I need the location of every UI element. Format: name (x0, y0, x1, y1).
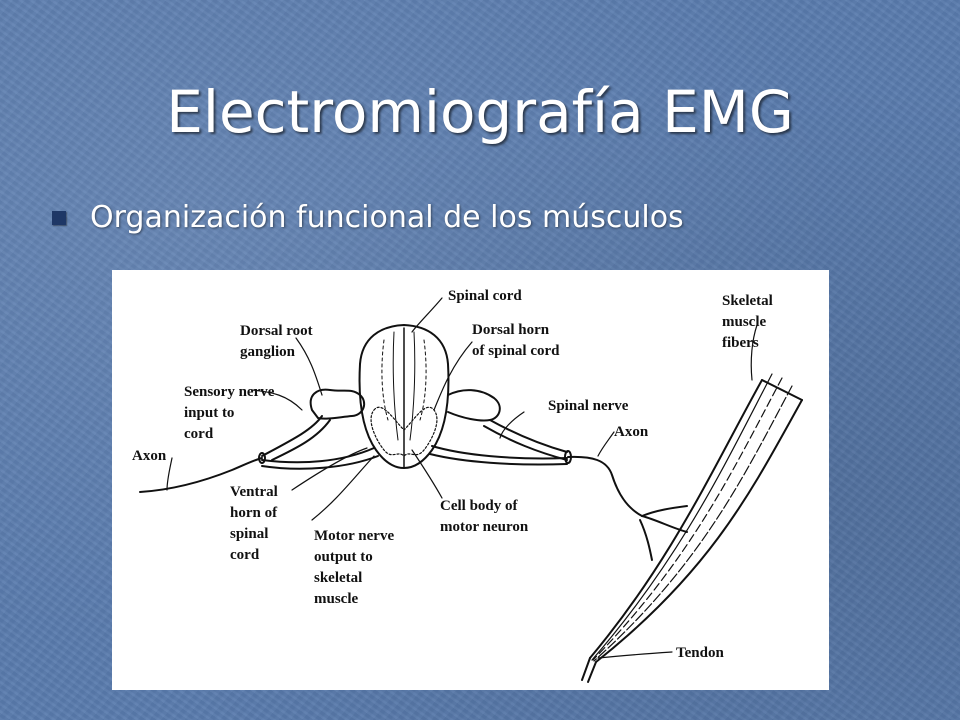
square-bullet-icon (52, 210, 66, 225)
axon-left (139, 457, 263, 493)
skeletal-muscle-fibers (589, 373, 803, 663)
label-dorsal-horn-line1: Dorsal horn (472, 322, 550, 338)
dorsal-root-ganglion (309, 388, 366, 420)
spinal-cord-outline (358, 324, 450, 469)
sensory-nerve-left (261, 415, 323, 457)
label-spinal-nerve: Spinal nerve (548, 398, 629, 414)
bullet-text: Organización funcional de los músculos (90, 200, 684, 235)
label-skeletal-muscle-line1: Skeletal (722, 293, 773, 309)
label-motor-nerve-line3: skeletal (314, 570, 362, 586)
bullet-item: Organización funcional de los músculos (52, 200, 684, 235)
label-sensory-nerve-line3: cord (184, 426, 214, 442)
slide-title: Electromiografía EMG (166, 78, 794, 146)
spinal-nerve-right (489, 419, 568, 453)
label-motor-nerve-line1: Motor nerve (314, 528, 394, 544)
label-sensory-nerve-line1: Sensory nerve (184, 384, 275, 400)
label-ventral-horn-line3: spinal (230, 526, 268, 542)
label-ventral-horn-line1: Ventral (230, 484, 278, 500)
label-spinal-cord: Spinal cord (448, 288, 522, 304)
label-cell-body-line2: motor neuron (440, 519, 529, 535)
axon-right (567, 455, 643, 517)
label-dorsal-horn-line2: of spinal cord (472, 343, 560, 359)
spinal-cord-diagram: Spinal cord Skeletal muscle fibers Dorsa… (112, 270, 829, 690)
label-cell-body-line1: Cell body of (440, 498, 519, 514)
label-axon-right: Axon (614, 424, 649, 440)
label-axon-left: Axon (132, 448, 167, 464)
label-skeletal-muscle-line2: muscle (722, 314, 767, 330)
label-skeletal-muscle-line3: fibers (722, 335, 759, 351)
grey-matter (370, 406, 438, 457)
label-motor-nerve-line2: output to (314, 549, 373, 565)
label-sensory-nerve-line2: input to (184, 405, 234, 421)
label-ventral-horn-line2: horn of (230, 505, 278, 521)
motor-root-left (261, 447, 375, 464)
label-dorsal-root-line2: ganglion (240, 344, 296, 360)
dorsal-root-right (447, 389, 501, 422)
label-motor-nerve-line4: muscle (314, 591, 359, 607)
label-dorsal-root-line1: Dorsal root (240, 323, 313, 339)
diagram-svg: Spinal cord Skeletal muscle fibers Dorsa… (132, 288, 803, 683)
tendon (581, 657, 591, 681)
label-tendon: Tendon (676, 645, 724, 661)
motor-root-right (431, 445, 568, 460)
label-ventral-horn-line4: cord (230, 547, 260, 563)
